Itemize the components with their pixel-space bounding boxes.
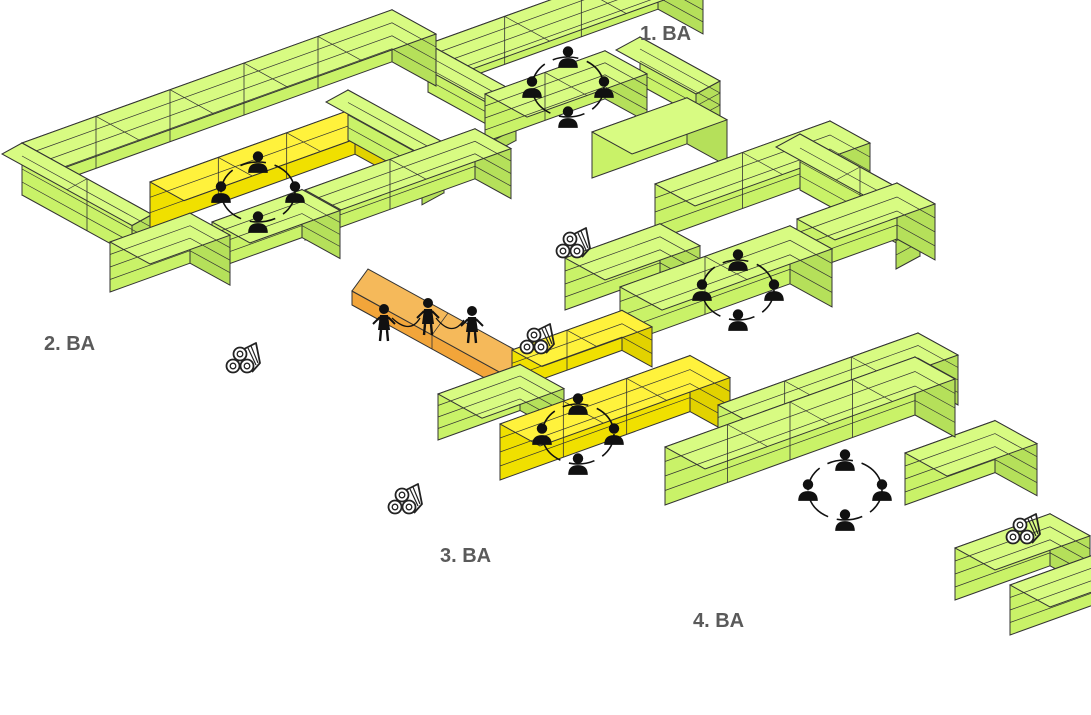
people-circle-phase3	[532, 393, 624, 475]
log-pile-icon	[555, 227, 591, 259]
p2-front-left	[108, 212, 232, 293]
p4-right-arm	[903, 419, 1039, 506]
overlay-icons	[211, 46, 1041, 545]
p3-left-small	[436, 363, 566, 441]
phase-label-2: 2. BA	[44, 333, 95, 355]
log-pile-icon	[225, 342, 261, 374]
phase-label-1: 1. BA	[640, 23, 691, 45]
p2-front-small	[210, 188, 342, 271]
children-playing-icon	[372, 296, 484, 344]
phase-label-3: 3. BA	[440, 545, 491, 567]
p3-mid-block	[563, 222, 702, 311]
building-blocks	[0, 0, 1091, 636]
log-pile-icon	[387, 483, 423, 515]
people-circle-phase2	[211, 151, 305, 233]
p4-front-bar	[663, 356, 957, 506]
p4-far-2	[1008, 555, 1091, 636]
p1-front-right	[590, 96, 729, 179]
p2-back-bar	[20, 8, 438, 196]
people-circle-phase4	[798, 449, 892, 531]
people-circle-phase1b	[692, 249, 784, 331]
people-circle-phase1	[522, 46, 614, 128]
phase-label-4: 4. BA	[693, 610, 744, 632]
p2-front-right	[303, 127, 513, 241]
